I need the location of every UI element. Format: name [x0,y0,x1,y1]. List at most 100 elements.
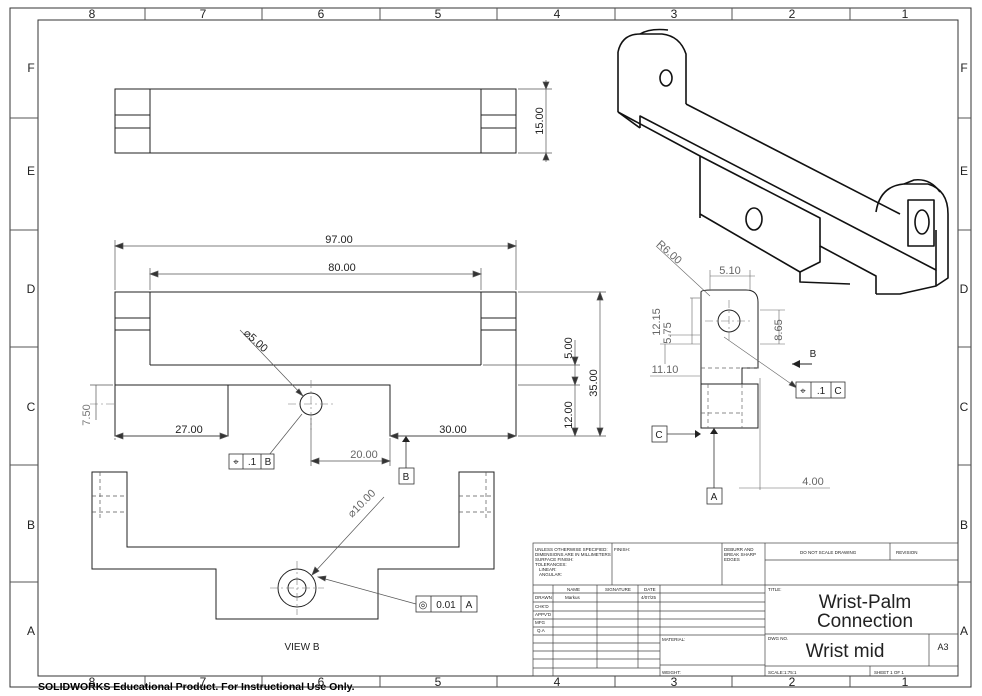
fcf-position-c: ⌖ .1 C [795,381,846,399]
row-checked: CHK'D [535,604,549,609]
datum-a: A [706,428,723,505]
dim-lug-h2: 5.75 [662,322,674,343]
fcf1-datum: B [265,457,272,468]
dim-radius: R6.00 [654,238,684,267]
title-label: TITLE: [768,587,782,592]
deburr-1: DEBURR AND [724,547,754,552]
zone-dividers [10,8,971,687]
dim-hole-offset: 20.00 [350,449,378,461]
zone-row-d: D [27,282,36,296]
dim-overall-height: 35.00 [588,369,600,397]
zone-row-a-right: A [960,624,968,638]
zone-row-f-right: F [960,61,967,75]
side-view [700,289,759,429]
zone-col-3: 3 [671,7,678,21]
dim-left-height: 7.50 [81,404,93,425]
row-approved: APPV'D [535,612,552,617]
dwg-no-label: DWG NO. [768,636,788,641]
zone-col-3-bottom: 3 [671,675,678,689]
dim-hole-dia: ⌀5.00 [241,327,270,355]
fcf3-symbol: ◎ [419,600,428,611]
row-mfg: MFG [535,620,545,625]
datum-c-label: C [655,430,662,441]
zone-row-e: E [27,164,35,178]
header-signature: SIGNATURE [605,587,631,592]
finish-label: FINISH: [614,547,630,552]
dim-top-height: 15.00 [534,107,546,135]
zone-row-b-right: B [960,518,968,532]
drawn-name: Markus [565,595,581,600]
dim-side-width: 11.10 [652,364,679,376]
front-view [114,291,517,437]
dim-overall-width: 97.00 [325,234,353,246]
fcf2-datum: C [834,386,841,397]
sheet-label: SHEET 1 OF 1 [874,670,904,675]
fcf1-symbol: ⌖ [233,457,239,468]
fcf2-tolerance: .1 [817,386,826,397]
revision-label: REVISION [896,550,918,555]
title-block-lines [532,542,959,677]
dim-lug-width: 5.10 [719,265,740,277]
zone-row-b: B [27,518,35,532]
tol-note-6: ANGULAR: [539,572,562,577]
no-scale-note: DO NOT SCALE DRAWING [800,550,857,555]
zone-col-4-bottom: 4 [554,675,561,689]
tol-note-4: TOLERANCES: [535,562,567,567]
drawing-number: Wrist mid [806,641,885,662]
dim-slot-depth: 5.00 [563,337,575,358]
deburr-2: BREAK SHARP [724,552,756,557]
front-dimension-lines [90,240,606,466]
view-arrow-b-label: B [810,349,817,360]
zone-col-5-bottom: 5 [435,675,442,689]
dim-lug-h1: 12.15 [651,308,663,336]
zone-row-a: A [27,624,35,638]
view-b-hidden-lines [92,472,494,520]
datum-b-front: B [398,436,415,485]
tol-note-5: LINEAR: [539,567,557,572]
zone-row-c-right: C [960,400,969,414]
zone-col-7-bottom: 7 [200,675,207,689]
zone-row-c: C [27,400,36,414]
datum-a-label: A [711,492,718,503]
zone-col-2-bottom: 2 [789,675,796,689]
fcf2-symbol: ⌖ [800,386,806,397]
drawing-title-line1: Wrist-Palm [819,592,912,613]
tol-note-2: DIMENSIONS ARE IN MILLIMETERS [535,552,611,557]
title-block-text: UNLESS OTHERWISE SPECIFIED: DIMENSIONS A… [535,547,918,675]
fcf1-tolerance: .1 [248,457,257,468]
isometric-view [617,28,949,295]
weight-label: WEIGHT: [662,670,681,675]
datum-b-label: B [403,472,410,483]
zone-col-1: 1 [902,7,909,21]
view-b-label: VIEW B [284,642,319,653]
row-qa: Q.A [537,628,545,633]
zone-col-8-bottom: 8 [89,675,96,689]
material-label: MATERIAL: [662,637,685,642]
fcf3-tolerance: 0.01 [436,600,456,611]
educational-footer-note: SOLIDWORKS Educational Product. For Inst… [38,681,355,693]
deburr-3: EDGES [724,557,740,562]
front-centerlines [90,380,334,430]
sheet-size: A3 [937,642,948,652]
dim-bore-dia: ⌀10.00 [346,487,379,520]
datum-c: C [651,425,701,443]
zone-row-f: F [27,61,34,75]
dim-lug-h3: 8.65 [773,319,785,340]
zone-col-8: 8 [89,7,96,21]
top-view [114,88,517,154]
view-arrow-b: B [792,349,817,368]
fcf-position-b: ⌖ .1 B [228,453,275,470]
dim-inner-width: 80.00 [328,262,356,274]
header-date: DATE [644,587,656,592]
dim-left-width: 27.00 [175,424,203,436]
drawn-date: 4/07/25 [641,595,657,600]
scale-label: SCALE:1:75:1 [768,670,797,675]
dim-right-width: 30.00 [439,424,467,436]
dim-right-height: 12.00 [563,401,575,429]
tol-note-3: SURFACE FINISH: [535,557,574,562]
header-name: NAME [567,587,580,592]
zone-col-1-bottom: 1 [902,675,909,689]
fcf-concentricity-a: ◎ 0.01 A [415,595,478,613]
zone-col-6-bottom: 6 [318,675,325,689]
